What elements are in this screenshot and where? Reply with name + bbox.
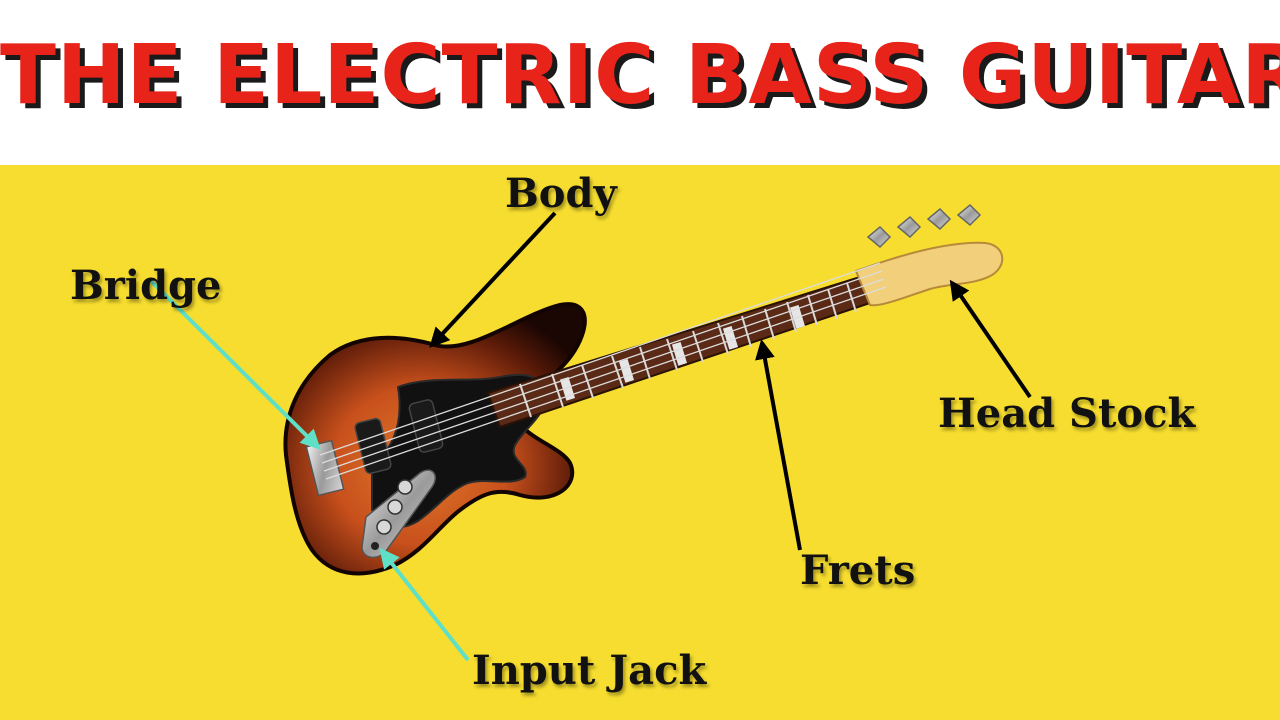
- control-plate: [361, 469, 436, 559]
- guitar-neck: [486, 275, 872, 429]
- volume-knob-2: [387, 499, 403, 515]
- yellow-background: [0, 165, 1280, 720]
- input-jack-pointer: [379, 547, 470, 662]
- body-pointer: [429, 211, 557, 348]
- headstock: [854, 203, 1004, 307]
- bridge-pointer: [148, 278, 321, 450]
- body-label: Body: [505, 170, 617, 217]
- bridge-label: Bridge: [70, 262, 222, 309]
- diagram-stage: Body Bridge Head Stock Frets Input Jack: [0, 165, 1280, 720]
- tuning-pegs: [866, 203, 982, 249]
- volume-knob-1: [397, 479, 413, 495]
- input-jack-label: Input Jack: [472, 647, 707, 694]
- head-stock-pointer: [949, 279, 1032, 399]
- title-band: THE ELECTRIC BASS GUITAR: [0, 0, 1280, 165]
- strings: [319, 262, 887, 480]
- bass-guitar-diagram: [0, 165, 1280, 720]
- frets-pointer: [755, 339, 802, 551]
- page-title: THE ELECTRIC BASS GUITAR: [0, 28, 1280, 123]
- frets-label: Frets: [800, 547, 916, 594]
- head-stock-label: Head Stock: [938, 390, 1196, 437]
- input-jack-socket: [371, 542, 379, 550]
- tone-knob: [376, 519, 392, 535]
